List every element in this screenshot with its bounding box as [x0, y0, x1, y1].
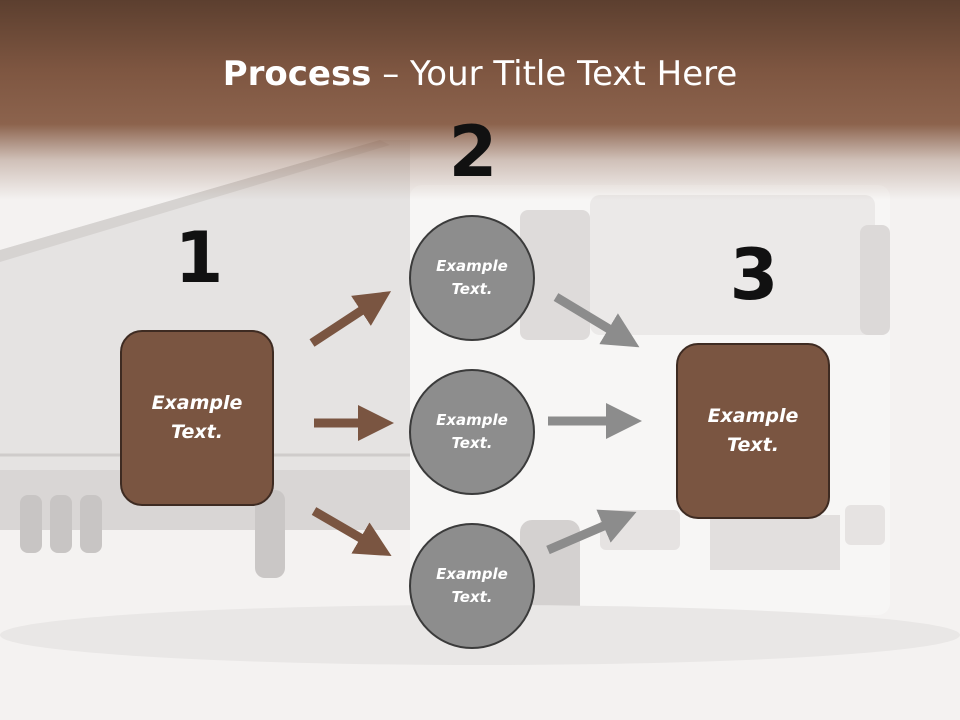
- arrow-box1-to-circle3: [311, 507, 392, 557]
- title-rest: – Your Title Text Here: [371, 54, 738, 94]
- circle-2-text-line1: Example: [436, 411, 508, 429]
- title-bold: Process: [222, 54, 372, 94]
- step-2-circle-2: Example Text.: [409, 369, 535, 495]
- step-number-2: 2: [448, 111, 498, 193]
- arrow-circle3-to-box3: [546, 509, 637, 555]
- slide-title: Process – Your Title Text Here: [0, 52, 960, 96]
- step-2-circle-1: Example Text.: [409, 215, 535, 341]
- circle-1-text-line2: Text.: [451, 280, 493, 298]
- step-1-box: Example Text.: [120, 330, 274, 506]
- circle-2-text-line2: Text.: [451, 434, 493, 452]
- step-3-text-line2: Text.: [727, 434, 779, 456]
- step-2-circle-3: Example Text.: [409, 523, 535, 649]
- header-band: [0, 0, 960, 200]
- step-number-1: 1: [174, 217, 224, 299]
- circle-3-text-line2: Text.: [451, 588, 493, 606]
- arrow-box1-to-circle1: [309, 291, 392, 347]
- step-3-box: Example Text.: [676, 343, 830, 519]
- step-1-text-line2: Text.: [171, 421, 223, 443]
- step-1-text-line1: Example: [151, 392, 243, 414]
- circle-3-text-line1: Example: [436, 565, 508, 583]
- step-3-text-line1: Example: [707, 405, 799, 427]
- circle-1-text-line1: Example: [436, 257, 508, 275]
- step-number-3: 3: [729, 234, 779, 316]
- arrow-circle1-to-box3: [553, 293, 640, 348]
